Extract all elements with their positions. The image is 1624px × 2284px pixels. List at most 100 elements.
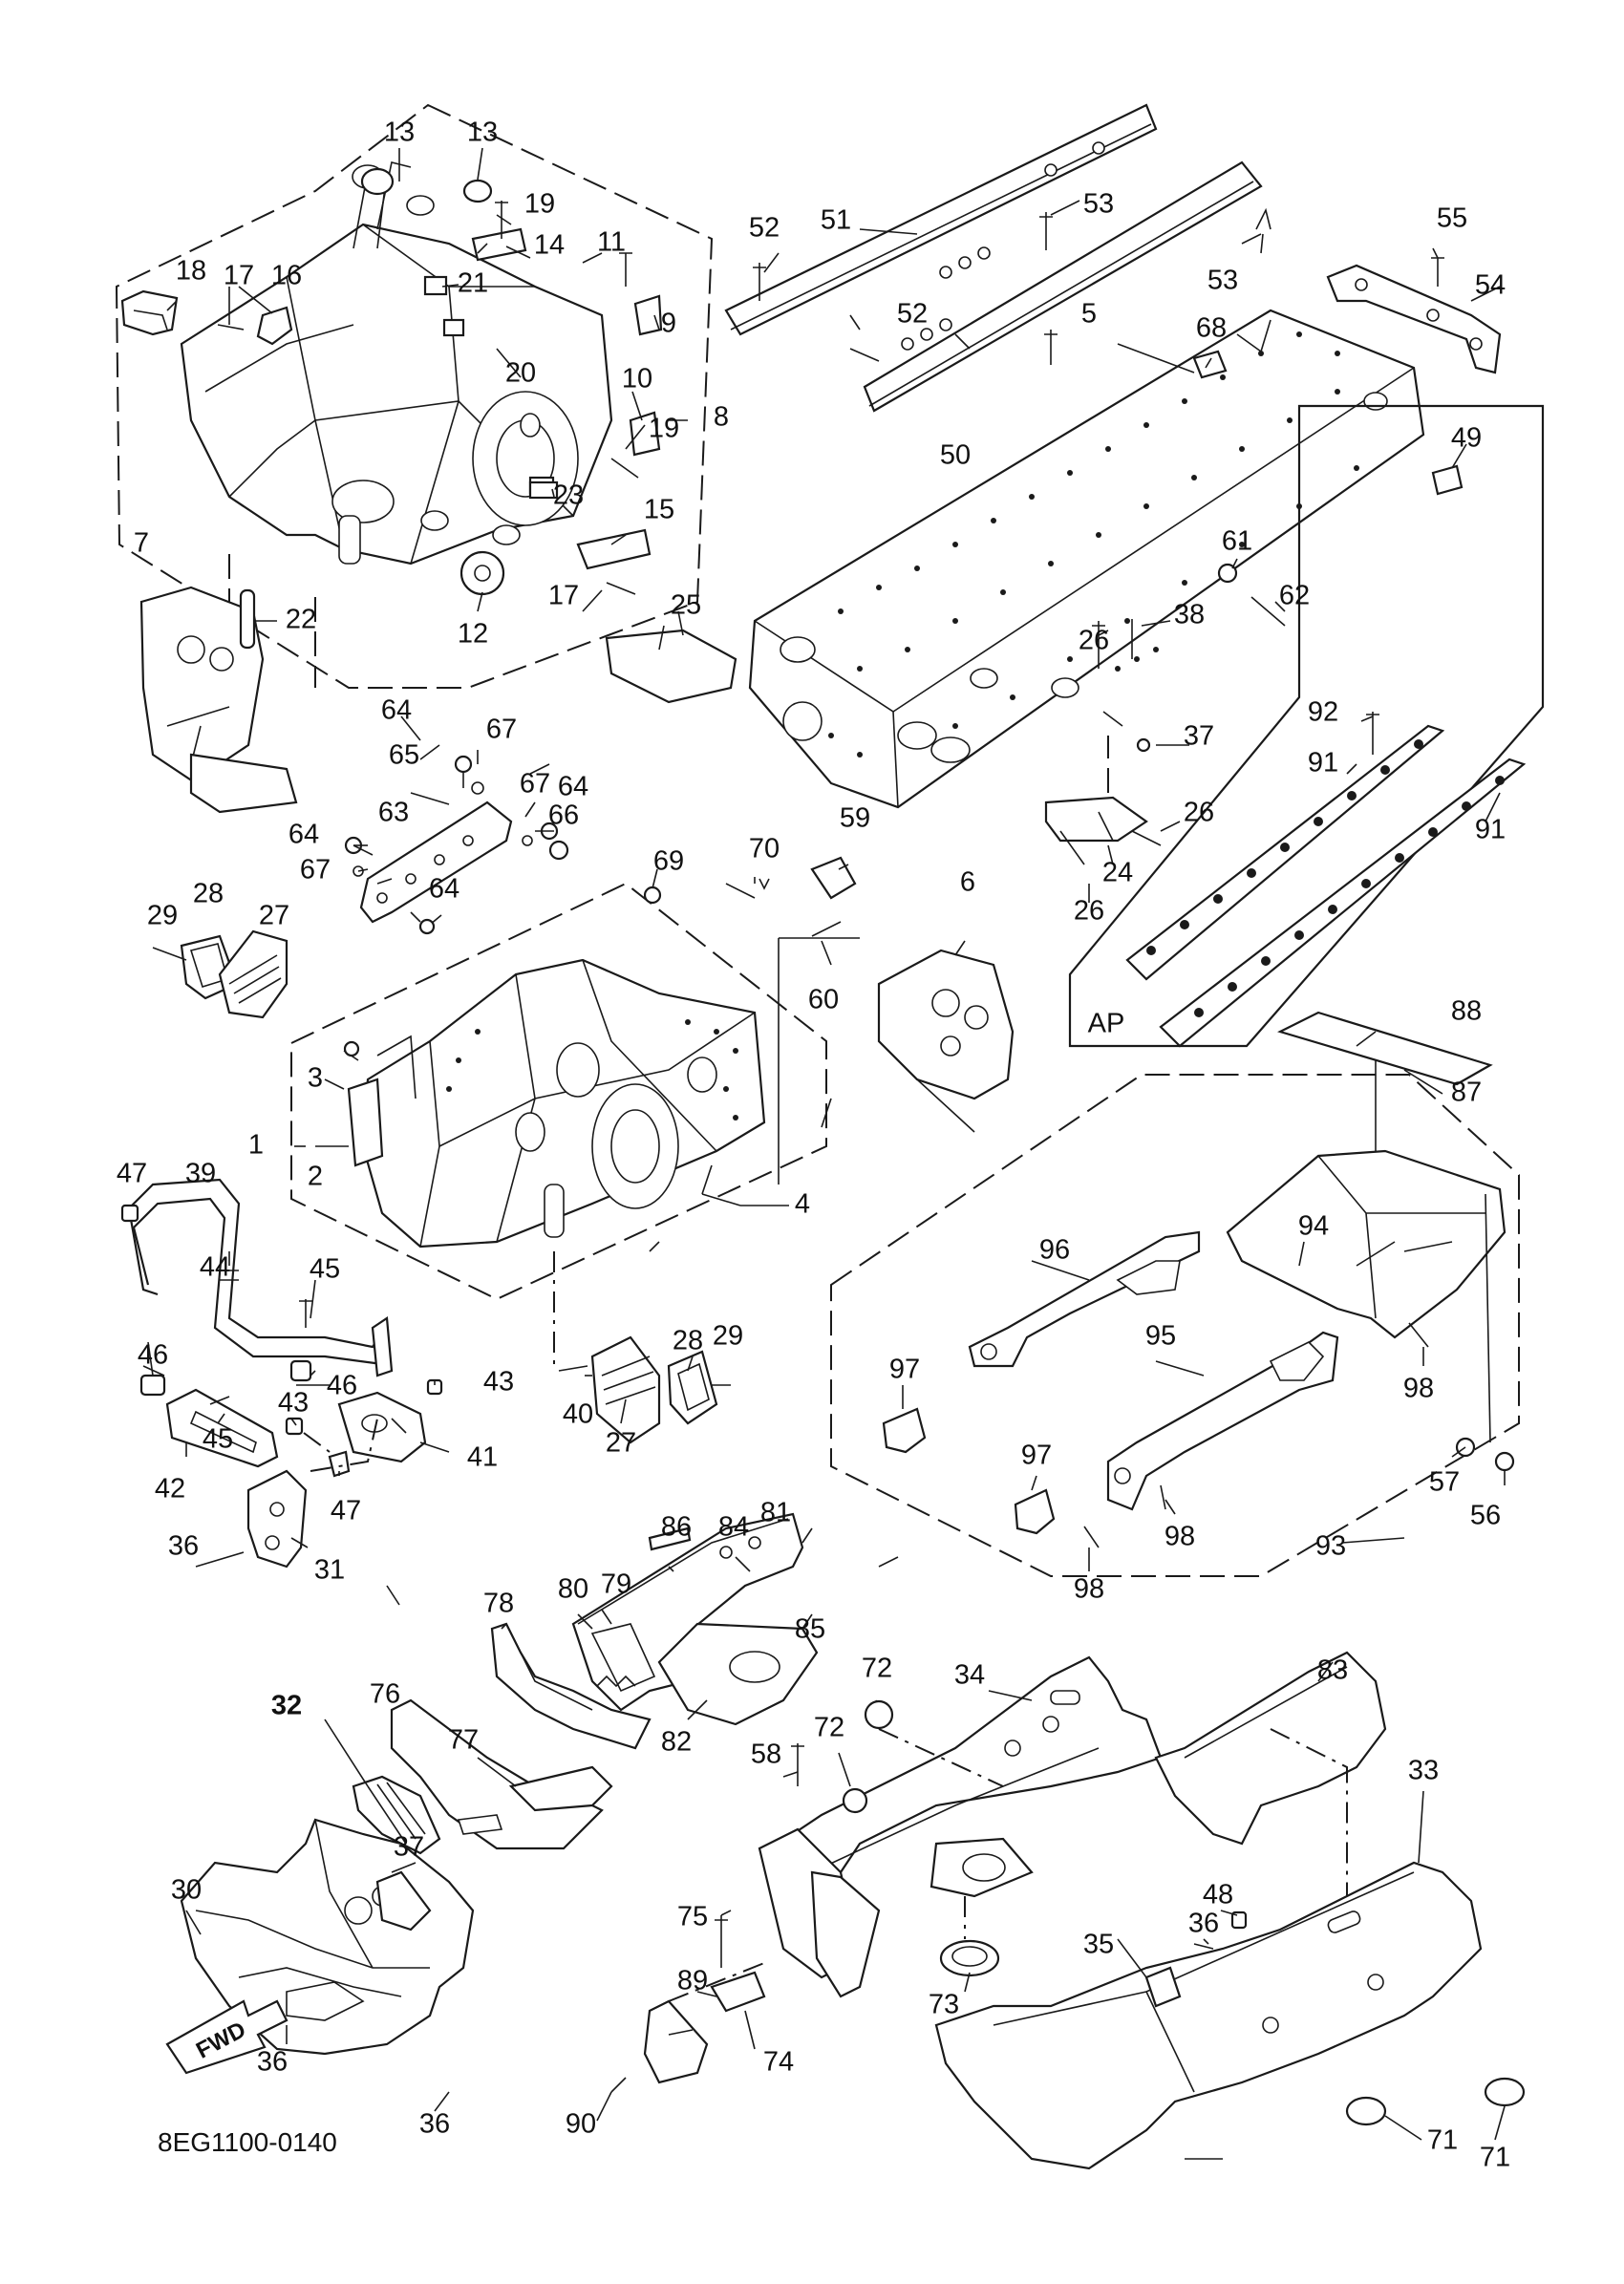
callout-35: 35 xyxy=(1083,1930,1114,1960)
callout-48: 48 xyxy=(1203,1880,1233,1910)
callout-26c: 26 xyxy=(1184,798,1214,828)
callout-49: 49 xyxy=(1451,423,1482,454)
bracket-25 xyxy=(605,629,737,704)
callout-9: 9 xyxy=(661,309,676,339)
callout-85: 85 xyxy=(795,1614,825,1645)
callout-71a: 71 xyxy=(1427,2125,1458,2156)
callout-72a: 72 xyxy=(862,1654,892,1684)
callout-97a: 97 xyxy=(889,1355,920,1385)
ap-label: AP xyxy=(1088,1009,1125,1039)
bracket-89 xyxy=(610,1915,766,2093)
callout-17a: 17 xyxy=(224,261,254,291)
callout-38: 38 xyxy=(1174,600,1205,630)
callout-55: 55 xyxy=(1437,203,1467,234)
callout-39: 39 xyxy=(185,1159,216,1189)
callout-16: 16 xyxy=(271,261,302,291)
callout-74: 74 xyxy=(763,2047,794,2078)
callout-77: 77 xyxy=(448,1725,479,1756)
rivet-52-top xyxy=(753,263,766,301)
callout-76: 76 xyxy=(370,1679,400,1710)
callout-67c: 67 xyxy=(300,855,331,886)
callout-43a: 43 xyxy=(278,1388,309,1419)
callout-68: 68 xyxy=(1196,313,1227,344)
frame-assembly-8-group xyxy=(115,103,714,689)
callout-24: 24 xyxy=(1102,858,1133,888)
callout-23: 23 xyxy=(553,480,584,511)
callout-18: 18 xyxy=(176,256,206,287)
bracket-24 xyxy=(1044,736,1162,865)
callout-27b: 27 xyxy=(606,1428,636,1459)
callout-98c: 98 xyxy=(1074,1574,1104,1605)
callout-22: 22 xyxy=(286,605,316,635)
callout-75: 75 xyxy=(677,1902,708,1932)
callout-56: 56 xyxy=(1470,1501,1501,1531)
callout-54: 54 xyxy=(1475,270,1506,301)
callout-87: 87 xyxy=(1451,1078,1482,1108)
callout-91b: 91 xyxy=(1475,815,1506,845)
bracket-41 xyxy=(285,1378,443,1478)
callout-61: 61 xyxy=(1222,526,1252,557)
callout-59: 59 xyxy=(840,803,870,834)
callout-47a: 47 xyxy=(117,1159,147,1189)
callout-37a: 37 xyxy=(1184,721,1214,752)
callout-11: 11 xyxy=(597,227,626,258)
callout-81: 81 xyxy=(760,1498,791,1528)
callout-45a: 45 xyxy=(310,1254,340,1285)
panel-83 xyxy=(1154,1651,1387,1920)
callout-32: 32 xyxy=(271,1691,302,1721)
step-42 xyxy=(165,1388,279,1468)
grille-32 xyxy=(352,1775,441,1855)
callout-46a: 46 xyxy=(138,1340,168,1371)
panel-82-85 xyxy=(657,1622,819,1726)
callout-36c: 36 xyxy=(419,2109,450,2140)
callout-42: 42 xyxy=(155,1474,185,1505)
callout-12: 12 xyxy=(458,619,488,650)
callout-19b: 19 xyxy=(649,414,679,444)
callout-4: 4 xyxy=(795,1189,810,1220)
callout-41: 41 xyxy=(467,1442,498,1473)
callout-29a: 29 xyxy=(147,901,178,931)
callout-91a: 91 xyxy=(1308,748,1338,779)
callout-88: 88 xyxy=(1451,996,1482,1027)
side-rails-50-51 xyxy=(724,103,1263,413)
callout-96: 96 xyxy=(1039,1235,1070,1266)
callout-62: 62 xyxy=(1279,581,1310,611)
callout-34: 34 xyxy=(954,1660,985,1691)
callout-7: 7 xyxy=(134,528,149,559)
bracket-54 xyxy=(1326,257,1502,374)
callout-71b: 71 xyxy=(1480,2143,1510,2173)
callout-83: 83 xyxy=(1317,1655,1348,1686)
callout-53a: 53 xyxy=(1083,189,1114,220)
panel-assembly-93-group xyxy=(830,1011,1520,1577)
ap-rail-group xyxy=(1068,404,1545,1048)
callout-29b: 29 xyxy=(713,1321,743,1352)
callout-69: 69 xyxy=(653,846,684,877)
callout-98a: 98 xyxy=(1403,1374,1434,1404)
callout-46b: 46 xyxy=(327,1371,357,1401)
frame-assembly-1-group xyxy=(290,882,827,1301)
callout-13b: 13 xyxy=(467,117,498,148)
callout-5: 5 xyxy=(1081,299,1097,330)
callout-3: 3 xyxy=(308,1063,323,1094)
bellows-left-27-28 xyxy=(152,929,288,1019)
diagram-code: 8EG1100-0140 xyxy=(158,2127,337,2157)
cover-34 xyxy=(758,1655,1163,1998)
callout-10: 10 xyxy=(622,364,652,395)
callout-78: 78 xyxy=(483,1589,514,1619)
callout-67a: 67 xyxy=(486,715,517,745)
callout-17b: 17 xyxy=(548,581,579,611)
callout-27a: 27 xyxy=(259,901,289,931)
callout-64b: 64 xyxy=(558,772,588,802)
callout-52b: 52 xyxy=(897,299,928,330)
callout-30: 30 xyxy=(171,1875,202,1906)
callout-94: 94 xyxy=(1298,1211,1329,1242)
handle-bar-39 xyxy=(120,1178,394,1397)
callout-19a: 19 xyxy=(524,189,555,220)
callout-8: 8 xyxy=(714,402,729,433)
callout-51: 51 xyxy=(821,205,851,236)
callout-65: 65 xyxy=(389,740,419,771)
callout-50: 50 xyxy=(940,440,971,471)
callout-36a: 36 xyxy=(168,1531,199,1562)
callout-14: 14 xyxy=(534,230,565,261)
